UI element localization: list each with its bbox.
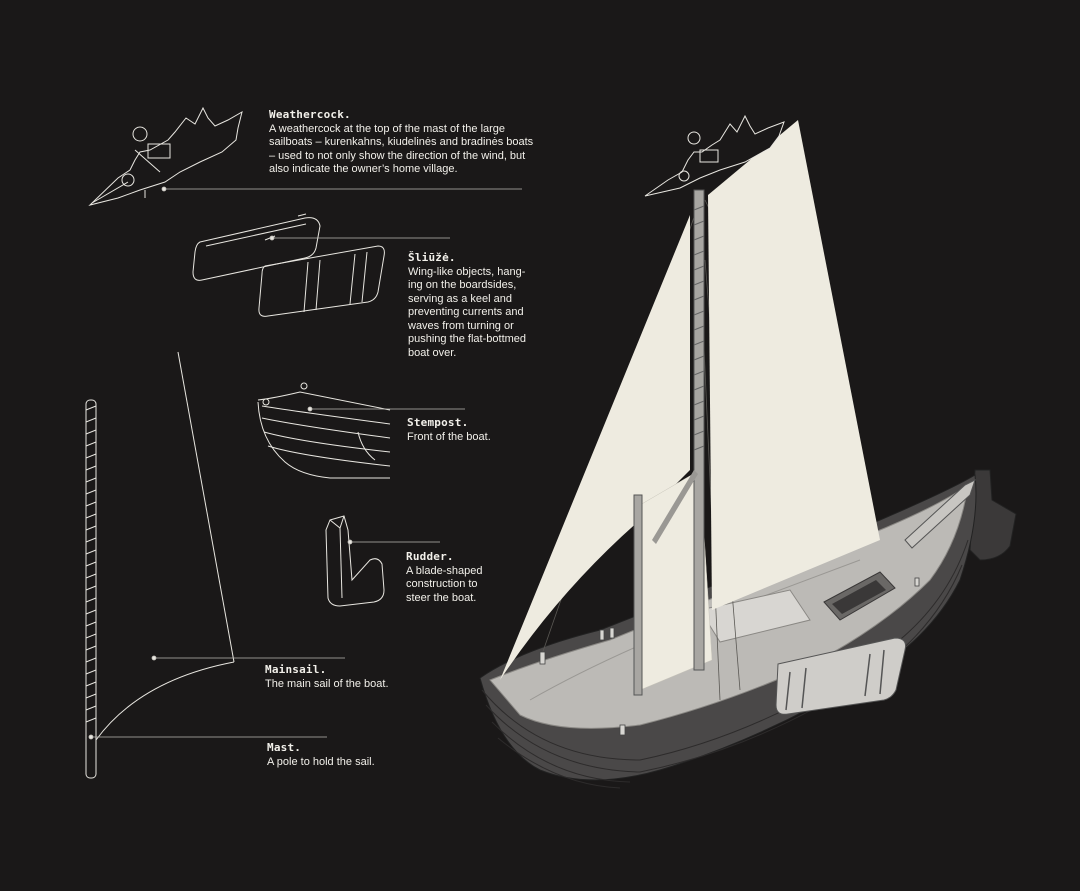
sliuze-description: Wing-like objects, hang-ing on the board…	[408, 265, 527, 359]
rudder-description: A blade-shaped construction to steer the…	[406, 564, 483, 604]
sliuze-label: Šliūžė. Wing-like objects, hang-ing on t…	[408, 251, 540, 360]
mainsail-label: Mainsail. The main sail of the boat.	[265, 663, 425, 691]
mast-label: Mast. A pole to hold the sail.	[267, 741, 407, 769]
stempost-drawing	[257, 382, 391, 479]
boat-model	[479, 114, 1017, 789]
weathercock-drawing	[88, 106, 243, 206]
weathercock-title: Weathercock.	[269, 108, 351, 121]
rudder-label: Rudder. A blade-shaped construction to s…	[406, 550, 501, 605]
mainsail-description: The main sail of the boat.	[265, 677, 389, 690]
rudder-drawing	[325, 515, 385, 607]
stempost-description: Front of the boat.	[407, 430, 491, 443]
stempost-title: Stempost.	[407, 416, 469, 429]
sliuze-drawing	[192, 213, 385, 317]
leader-lines	[88, 186, 522, 740]
weathercock-description: A weathercock at the top of the mast of …	[269, 122, 534, 176]
mainsail-drawing	[95, 351, 235, 741]
weathercock-label: Weathercock. A weathercock at the top of…	[269, 108, 534, 177]
mast-title: Mast.	[267, 741, 302, 754]
sliuze-title: Šliūžė.	[408, 251, 456, 264]
mainsail-title: Mainsail.	[265, 663, 327, 676]
stempost-label: Stempost. Front of the boat.	[407, 416, 537, 444]
rudder-title: Rudder.	[406, 550, 454, 563]
mast-drawing	[85, 399, 97, 779]
mast-description: A pole to hold the sail.	[267, 755, 375, 768]
